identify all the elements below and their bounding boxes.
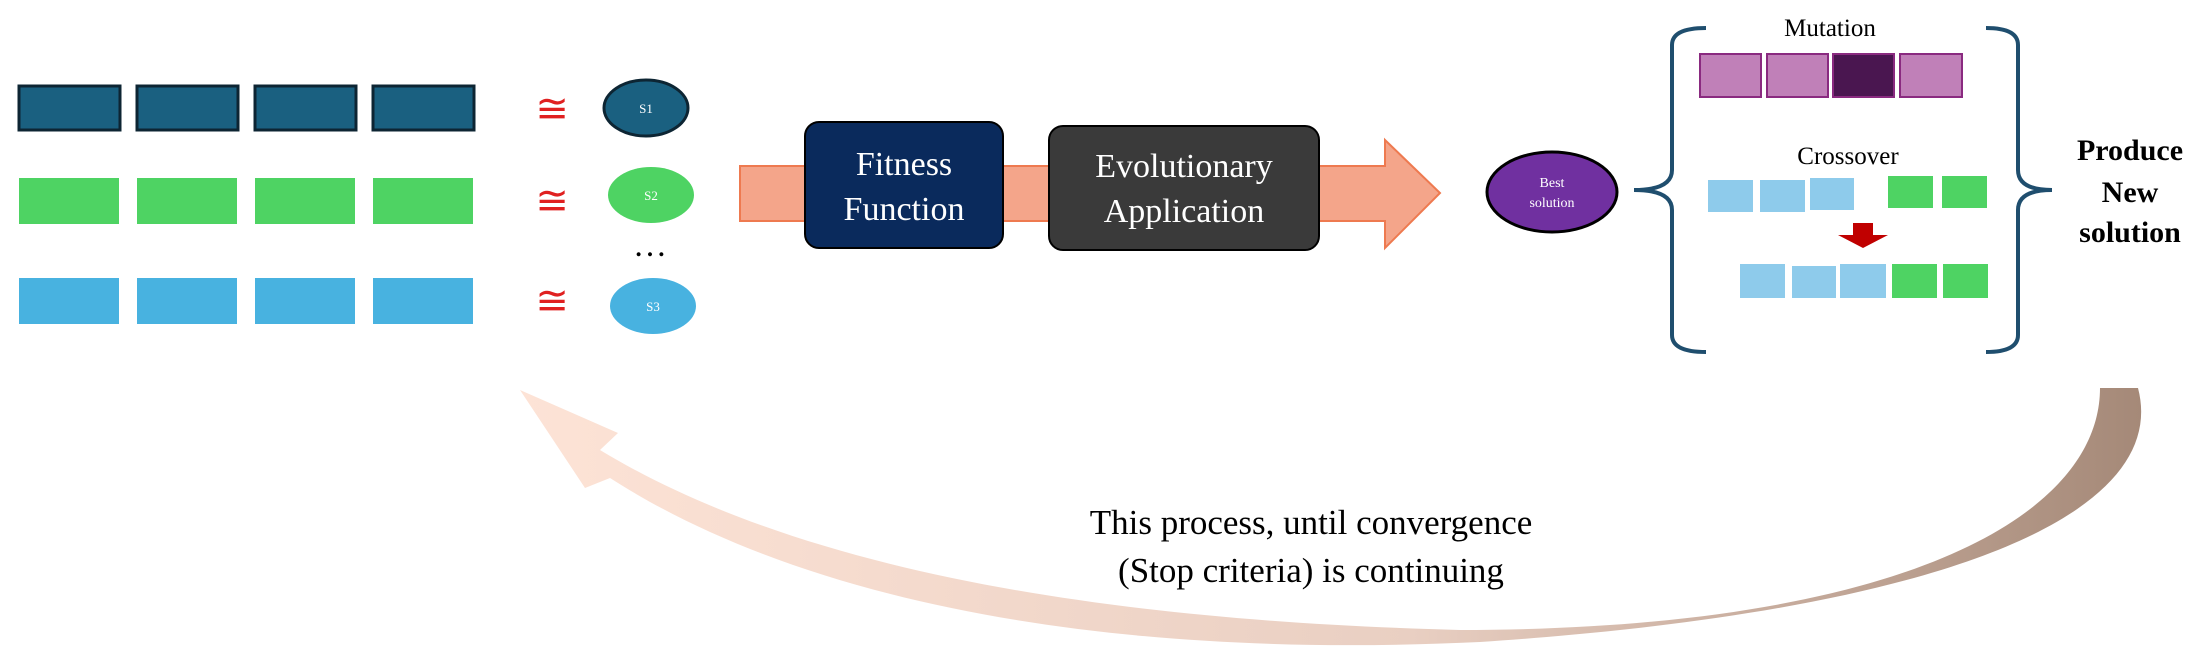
solution-label: S3 (646, 299, 660, 314)
best-solution-ellipse (1485, 150, 1619, 234)
fitness-box-bg (804, 121, 1004, 249)
fitness-line-1: Fitness (856, 146, 952, 183)
solution-ellipse (602, 78, 690, 138)
evolutionary-application-box: Evolutionary Application (1048, 125, 1320, 251)
crossover-gene (1942, 176, 1987, 208)
gene-block (255, 178, 355, 224)
mutation-gene (1699, 53, 1762, 98)
solution-ellipse (608, 167, 694, 223)
evolution-line-1: Evolutionary (1095, 148, 1273, 185)
best-line-2: solution (1529, 196, 1574, 211)
approx-symbol-3: ≅ (535, 278, 569, 324)
solution-label: S1 (639, 101, 653, 116)
gene-block (19, 178, 119, 224)
approx-symbol-2: ≅ (535, 178, 569, 224)
gene-block (137, 178, 237, 224)
offspring-gene (1840, 264, 1886, 298)
gene-block (137, 278, 237, 324)
gene-block (373, 278, 473, 324)
crossover-label: Crossover (1797, 143, 1899, 170)
crossover-gene (1810, 178, 1854, 210)
best-solution: Best solution (1485, 150, 1619, 234)
left-brace (1633, 26, 1707, 354)
solution-s3: S3 (610, 278, 696, 334)
solution-s1: S1 (602, 78, 690, 138)
gene-block (17, 84, 122, 132)
gene-block (19, 278, 119, 324)
produce-line-3: solution (2079, 216, 2181, 249)
solution-ellipse (610, 278, 696, 334)
mutation-chromosome (1699, 53, 1963, 98)
fitness-function-box: Fitness Function (804, 121, 1004, 249)
chromosome-row-1 (17, 84, 476, 132)
gene-block (371, 84, 476, 132)
population-rows (17, 84, 476, 324)
offspring-gene (1892, 264, 1937, 298)
ellipsis: … (633, 227, 667, 264)
crossover-gene (1760, 180, 1805, 212)
offspring-gene (1943, 264, 1988, 298)
offspring-gene (1792, 266, 1836, 298)
best-line-1: Best (1540, 176, 1565, 191)
crossover-gene (1888, 176, 1933, 208)
evolution-line-2: Application (1104, 193, 1265, 230)
mutation-label: Mutation (1784, 15, 1876, 42)
offspring-gene (1740, 264, 1785, 298)
evolution-box-bg (1048, 125, 1320, 251)
crossover-parents (1708, 176, 1987, 212)
loop-caption-line-2: (Stop criteria) is continuing (1118, 551, 1504, 590)
solution-label: S2 (644, 188, 658, 203)
loop-caption-line-1: This process, until convergence (1090, 503, 1533, 542)
produce-line-1: Produce (2077, 134, 2183, 167)
solution-s2: S2 (608, 167, 694, 223)
gene-block (255, 278, 355, 324)
produce-new-solution-label: Produce New solution (2077, 134, 2183, 249)
chromosome-row-2 (19, 178, 473, 224)
mutation-gene (1899, 53, 1963, 98)
chromosome-row-3 (19, 278, 473, 324)
down-arrow-icon (1838, 223, 1888, 248)
crossover-offspring (1740, 264, 1988, 298)
approx-symbol-1: ≅ (535, 86, 569, 132)
mutation-gene (1766, 53, 1829, 98)
gene-block (135, 84, 240, 132)
crossover-gene (1708, 180, 1753, 212)
feedback-loop-arrow (520, 388, 2142, 646)
produce-line-2: New (2102, 176, 2159, 209)
mutation-gene-mutated (1832, 53, 1895, 98)
gene-block (373, 178, 473, 224)
right-brace (1985, 26, 2053, 354)
fitness-line-2: Function (844, 191, 965, 228)
gene-block (253, 84, 358, 132)
